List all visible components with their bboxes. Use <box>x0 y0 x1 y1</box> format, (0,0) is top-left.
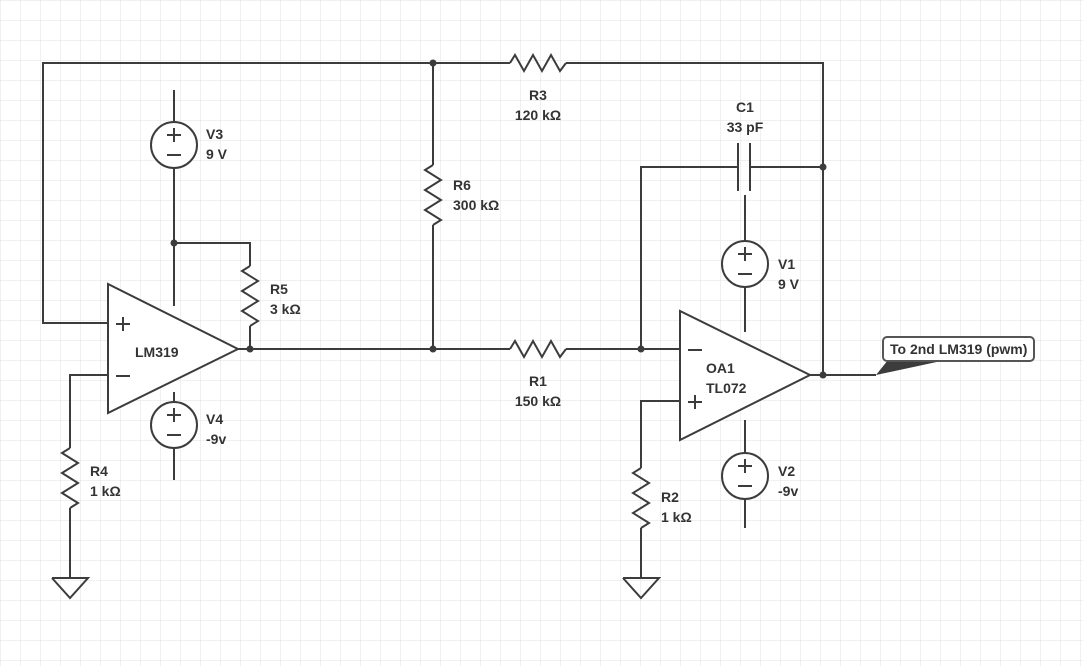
net-label[interactable]: To 2nd LM319 (pwm) <box>882 336 1036 362</box>
r6-value: 300 kΩ <box>453 197 499 213</box>
r2-ref: R2 <box>661 489 679 505</box>
c1-value: 33 pF <box>727 119 764 135</box>
r4-value: 1 kΩ <box>90 483 121 499</box>
v3-ref: V3 <box>206 126 223 142</box>
resistor-r5[interactable]: R5 3 kΩ <box>240 265 301 327</box>
lm319-ref: LM319 <box>135 344 179 360</box>
r6-ref: R6 <box>453 177 471 193</box>
voltage-source-v4[interactable]: V4 -9v <box>150 401 226 449</box>
r4-ref: R4 <box>90 463 108 479</box>
voltage-source-v1[interactable]: V1 9 V <box>721 240 800 292</box>
v4-ref: V4 <box>206 411 223 427</box>
r1-value: 150 kΩ <box>515 393 561 409</box>
r2-value: 1 kΩ <box>661 509 692 525</box>
capacitor-c1[interactable]: C1 33 pF <box>727 99 764 191</box>
junction <box>819 163 827 171</box>
oa1-ref: OA1 <box>706 360 735 376</box>
v2-ref: V2 <box>778 463 795 479</box>
voltage-source-v2[interactable]: V2 -9v <box>721 452 798 500</box>
ground-icon <box>51 577 91 600</box>
junction-dots <box>170 59 827 379</box>
voltage-source-v3[interactable]: V3 9 V <box>150 121 228 169</box>
junction <box>429 59 437 67</box>
resistor-r1[interactable]: R1 150 kΩ <box>509 338 567 409</box>
junction <box>819 371 827 379</box>
junction <box>429 345 437 353</box>
opamp-oa1[interactable]: OA1 TL072 <box>679 309 813 442</box>
v3-value: 9 V <box>206 146 228 162</box>
junction <box>637 345 645 353</box>
oa1-value: TL072 <box>706 380 747 396</box>
v1-value: 9 V <box>778 276 800 292</box>
resistor-r3[interactable]: R3 120 kΩ <box>509 52 567 123</box>
comparator-lm319[interactable]: LM319 <box>107 282 241 415</box>
r3-value: 120 kΩ <box>515 107 561 123</box>
r5-ref: R5 <box>270 281 288 297</box>
resistor-r2[interactable]: R2 1 kΩ <box>631 467 692 529</box>
ground-icon <box>622 577 662 600</box>
r1-ref: R1 <box>529 373 547 389</box>
r5-value: 3 kΩ <box>270 301 301 317</box>
v2-value: -9v <box>778 483 798 499</box>
junction <box>170 239 178 247</box>
resistor-r6[interactable]: R6 300 kΩ <box>423 164 499 226</box>
c1-ref: C1 <box>736 99 754 115</box>
v1-ref: V1 <box>778 256 795 272</box>
wires <box>42 62 876 578</box>
net-label-pointer <box>876 360 946 375</box>
v4-value: -9v <box>206 431 226 447</box>
r3-ref: R3 <box>529 87 547 103</box>
resistor-r4[interactable]: R4 1 kΩ <box>60 447 121 509</box>
junction <box>246 345 254 353</box>
